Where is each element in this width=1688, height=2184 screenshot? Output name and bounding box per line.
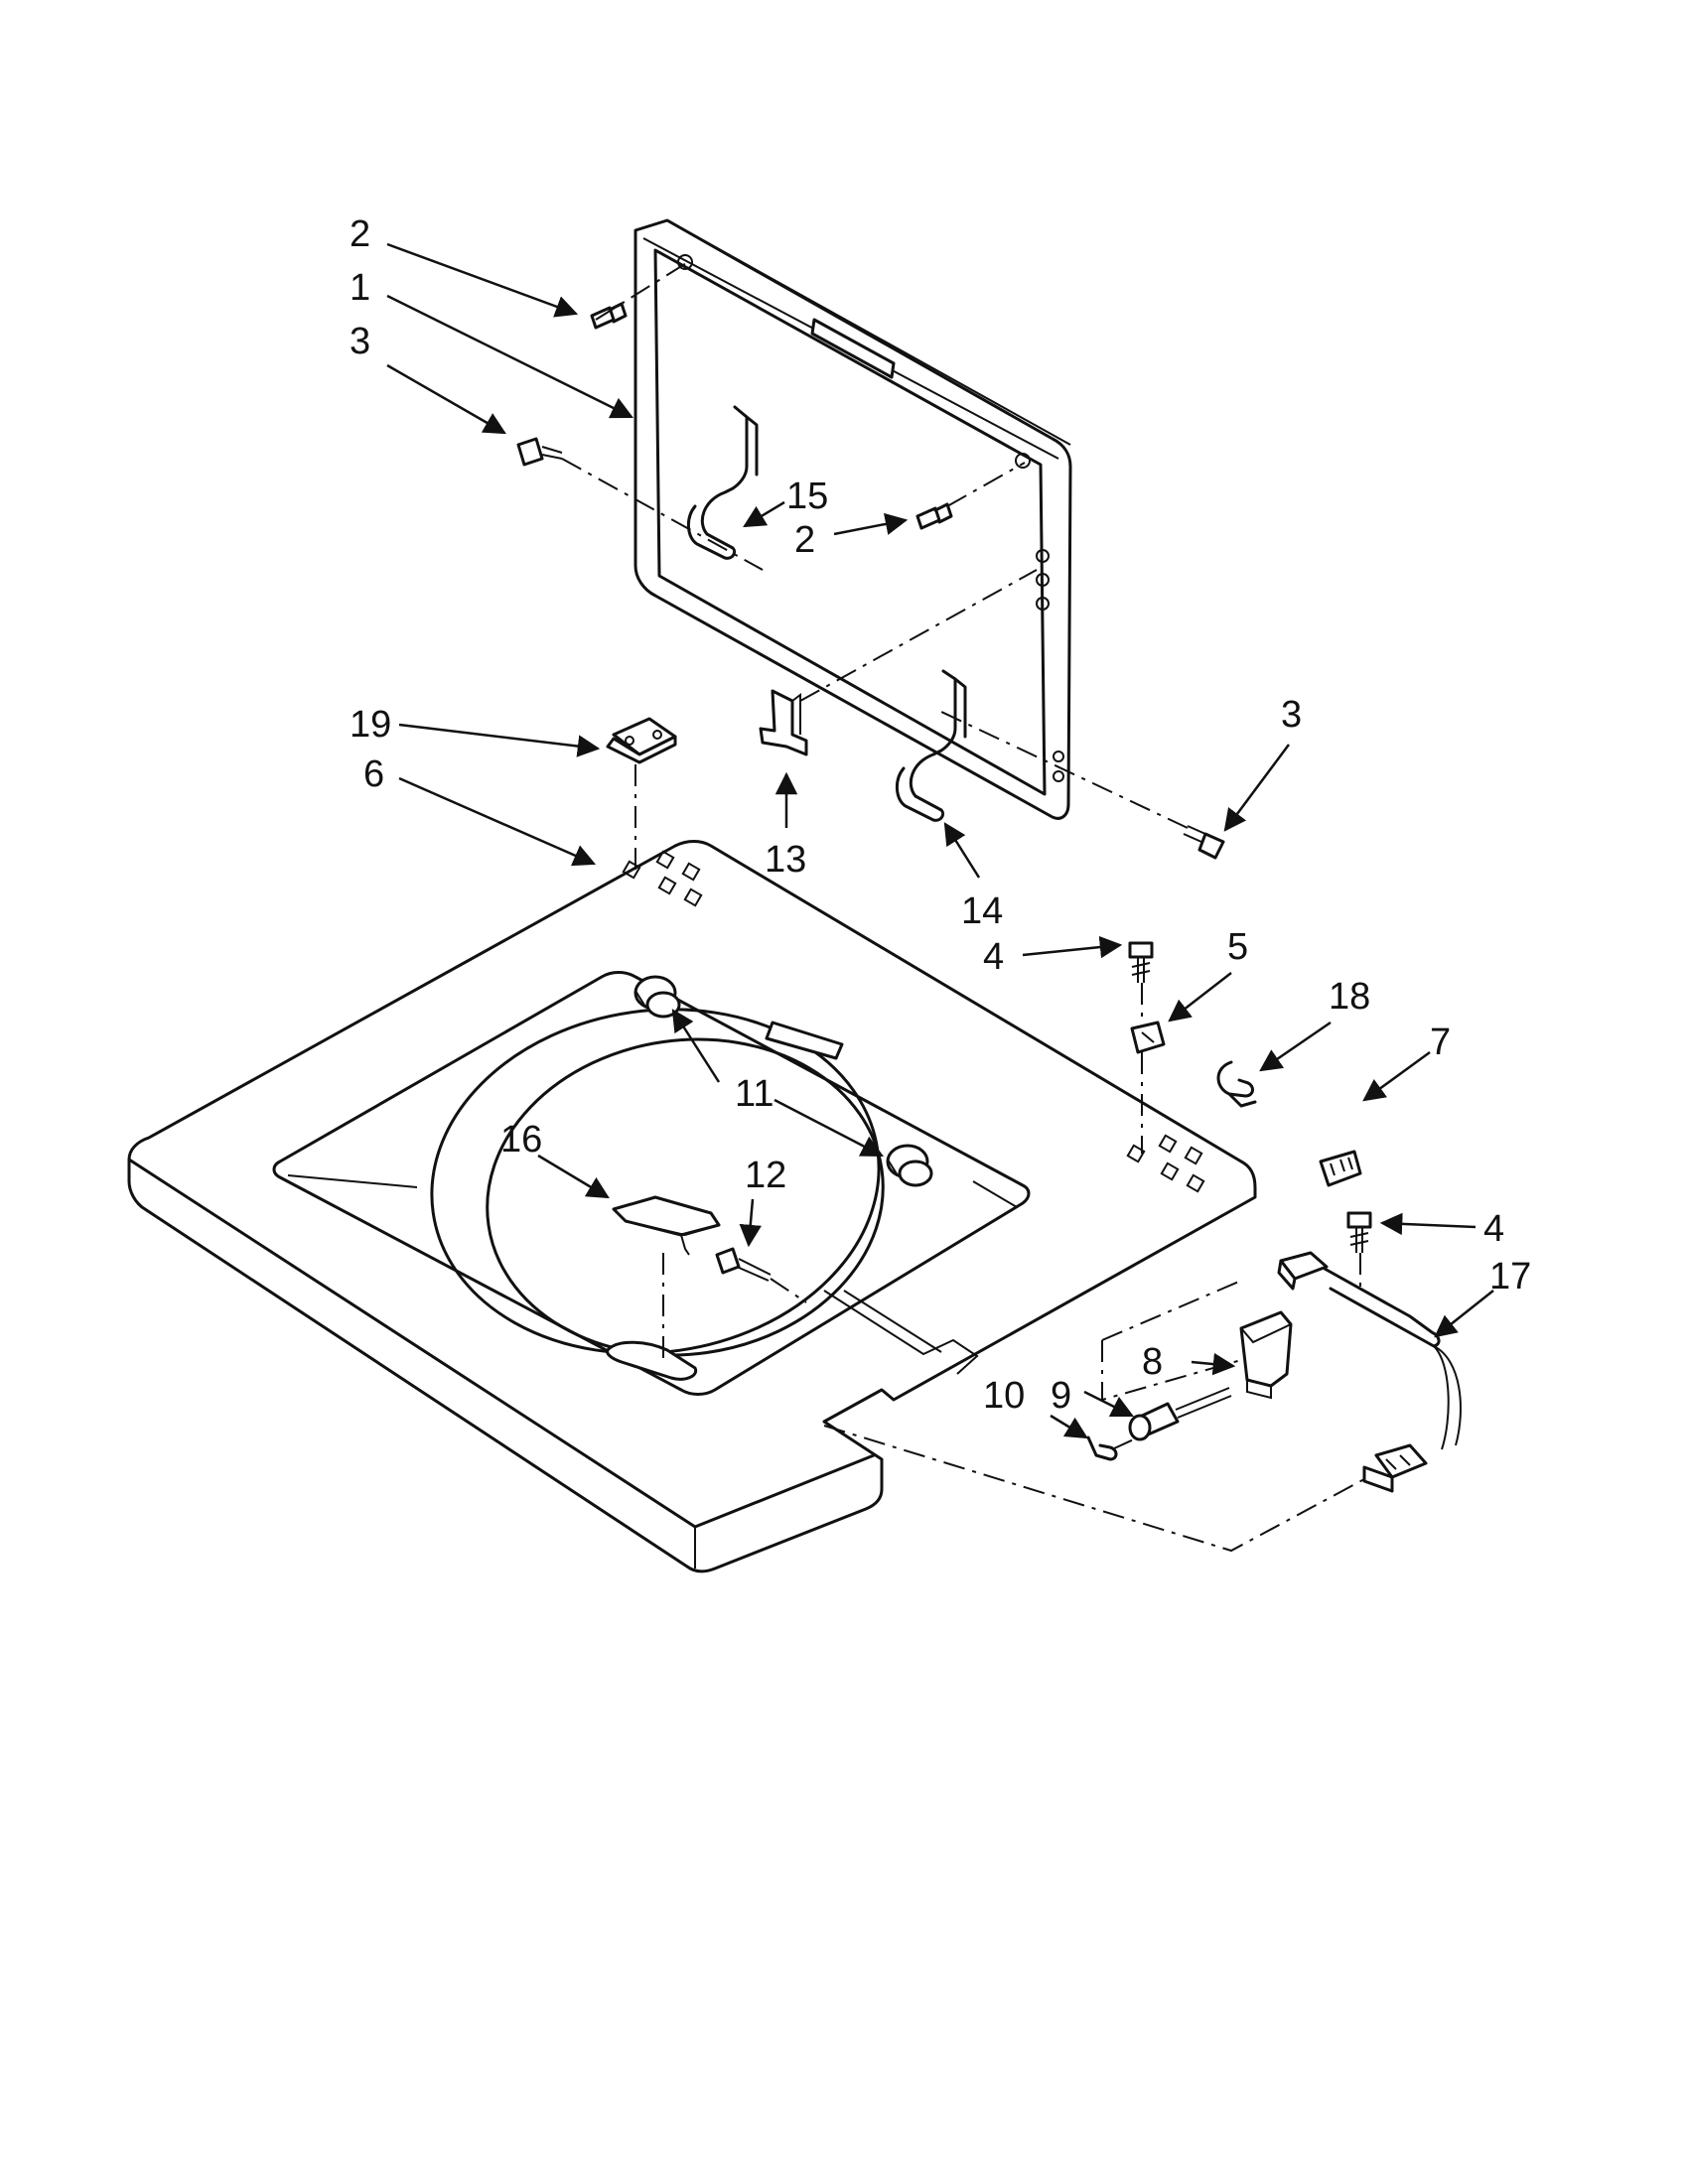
hinge-hook-left — [687, 405, 759, 560]
callout-14: 14 — [961, 890, 1003, 932]
callout-5: 5 — [1227, 926, 1248, 968]
actuator-clip — [1086, 1435, 1118, 1461]
callout-7: 7 — [1430, 1022, 1451, 1063]
switch-actuator — [1128, 1387, 1232, 1441]
lid-bumper-rear — [633, 975, 681, 1019]
screw-left-3 — [516, 437, 563, 467]
lid-frame — [633, 218, 1072, 820]
callout-16: 16 — [500, 1119, 542, 1160]
switch-housing — [1239, 1310, 1293, 1400]
screw-4-lower — [1346, 1211, 1372, 1253]
callout-3-right: 3 — [1281, 694, 1302, 736]
hinge-hook-right — [896, 669, 967, 822]
callout-13: 13 — [765, 839, 806, 881]
switch-clip — [1319, 1150, 1362, 1187]
callout-15: 15 — [786, 476, 828, 517]
callout-leaders — [386, 242, 1494, 1439]
callout-2-mid: 2 — [794, 519, 815, 561]
wire-clip — [1216, 1060, 1257, 1108]
screw-4-upper — [1128, 941, 1154, 983]
lid-switch-harness — [1277, 1251, 1462, 1493]
callout-labels: 2 1 3 15 2 19 6 13 14 3 4 5 18 7 11 16 1… — [350, 213, 1531, 1417]
callout-6: 6 — [363, 753, 384, 795]
screw-mid — [915, 502, 953, 530]
callout-4-lower: 4 — [1483, 1208, 1504, 1250]
screw-12 — [715, 1247, 772, 1282]
callout-12: 12 — [745, 1155, 786, 1196]
callout-3-left: 3 — [350, 321, 370, 362]
screw-top-left — [590, 302, 628, 330]
lid-bumper-front — [886, 1144, 933, 1187]
callout-9: 9 — [1051, 1375, 1071, 1417]
callout-8: 8 — [1142, 1341, 1163, 1383]
screw-right-3 — [1183, 825, 1225, 860]
speed-nut — [1130, 1021, 1166, 1054]
lid-switch-bracket — [606, 717, 677, 764]
callout-18: 18 — [1329, 976, 1370, 1018]
callout-1: 1 — [350, 267, 370, 309]
callout-4-upper: 4 — [983, 936, 1004, 978]
callout-10: 10 — [983, 1375, 1025, 1417]
callout-17: 17 — [1489, 1256, 1531, 1297]
callout-2-top: 2 — [350, 213, 370, 255]
hinge-bracket — [759, 689, 808, 756]
callout-11: 11 — [735, 1073, 774, 1115]
callout-19: 19 — [350, 704, 391, 746]
lid-strike — [612, 1195, 721, 1256]
